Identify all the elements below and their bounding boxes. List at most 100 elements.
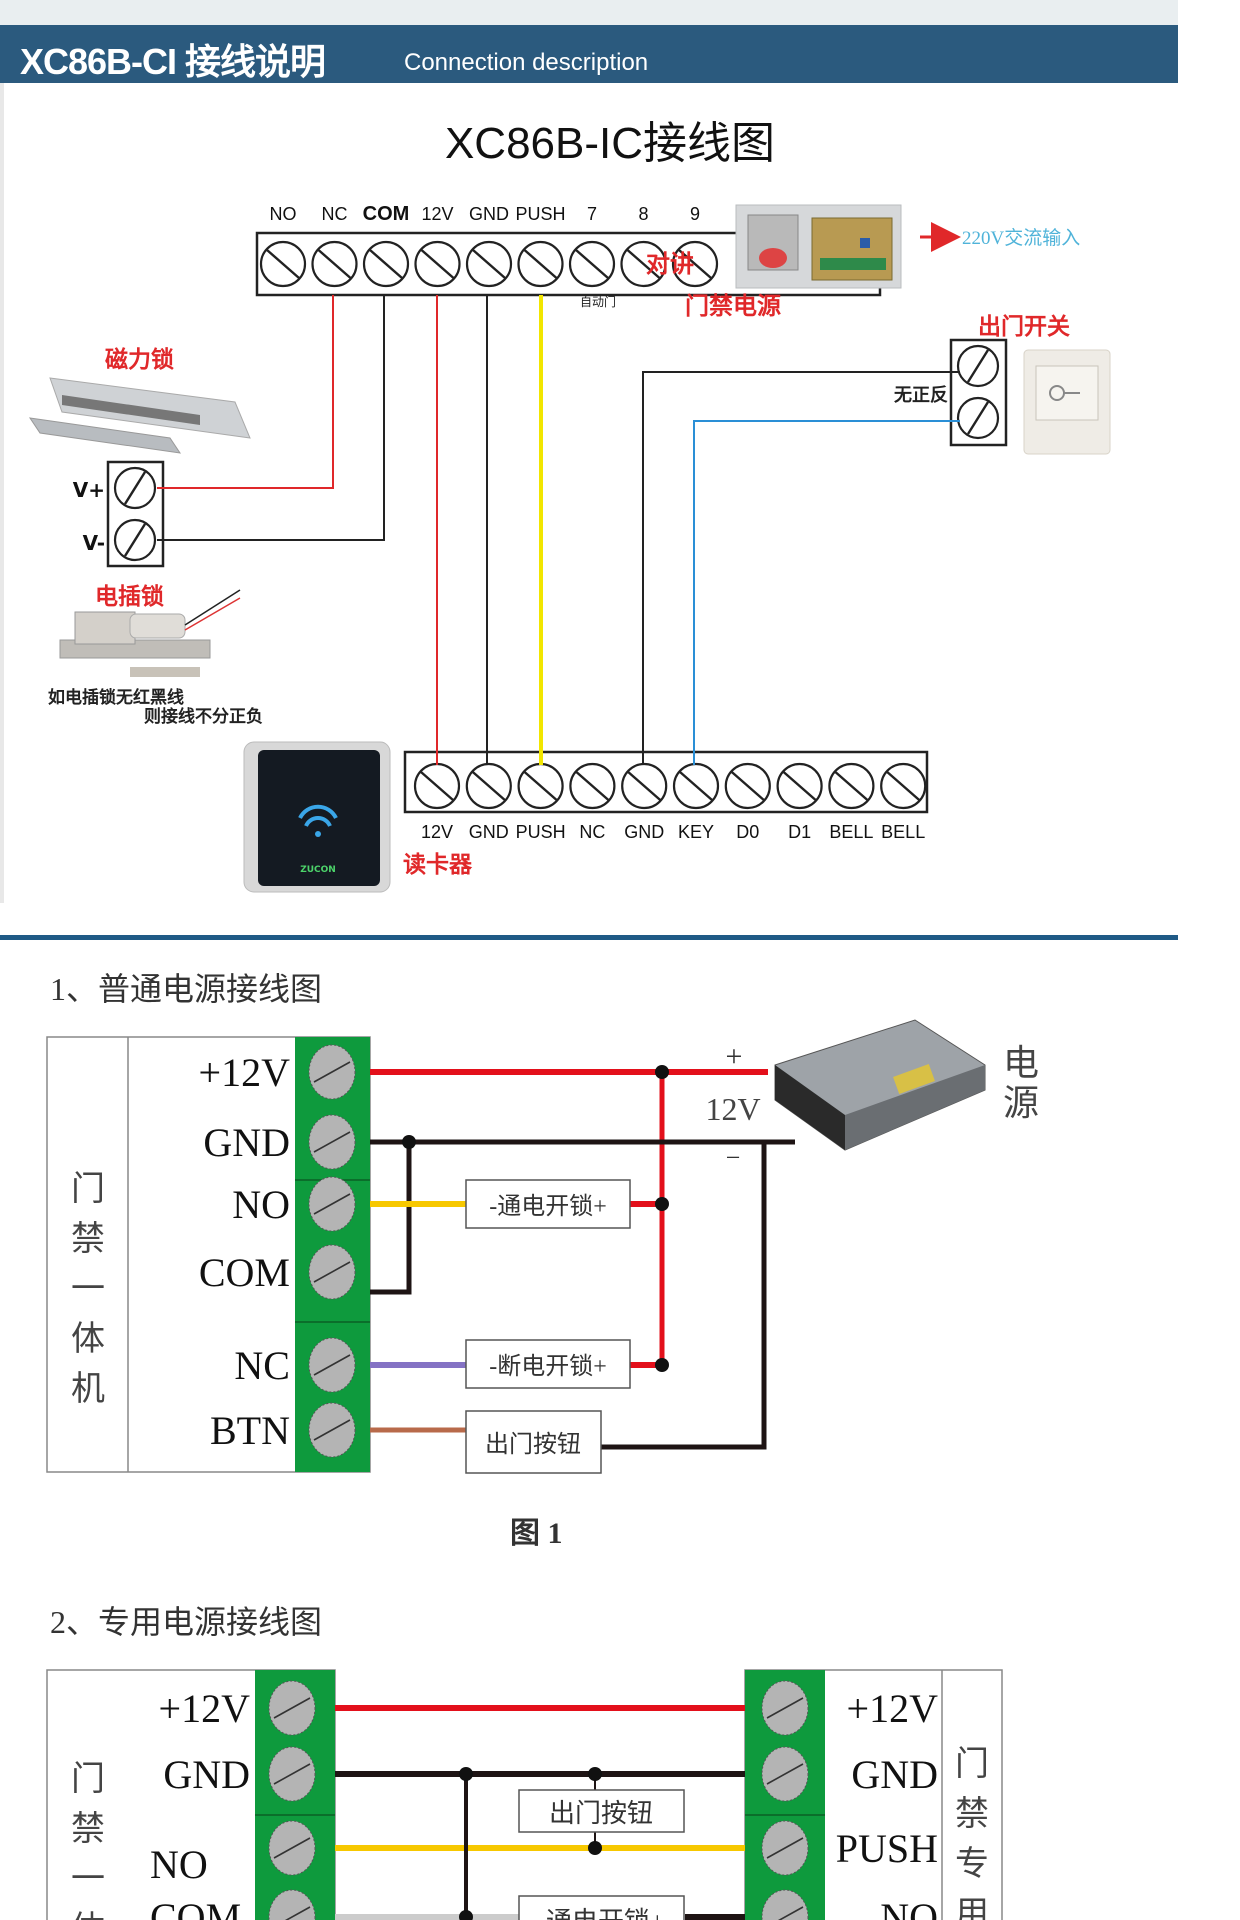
controller-terminal-label: PUSH bbox=[515, 204, 565, 224]
power-supply-label: 门禁电源 bbox=[685, 292, 781, 320]
terminal-screw bbox=[308, 1244, 356, 1300]
controller-terminal-label: 9 bbox=[690, 204, 700, 224]
figure1-terminal-label: NC bbox=[234, 1343, 290, 1388]
diagram-title: XC86B-IC接线图 bbox=[445, 119, 775, 168]
terminal-screw bbox=[517, 762, 564, 810]
figure2-title: 2、专用电源接线图 bbox=[50, 1604, 322, 1640]
figure1-terminal-label: +12V bbox=[199, 1050, 291, 1095]
psu-minus: − bbox=[726, 1143, 741, 1172]
reader-brand: ZUCON bbox=[300, 865, 336, 875]
figure2-exit-button-box: 出门按钮 bbox=[518, 1789, 685, 1833]
bolt-lock-label: 电插锁 bbox=[95, 583, 164, 610]
figure1-terminal-label: COM bbox=[199, 1250, 290, 1295]
terminal-screw bbox=[761, 1680, 809, 1736]
figure2-right-terminal-label: PUSH bbox=[836, 1826, 938, 1871]
v-plus-label: V+ bbox=[73, 478, 105, 502]
figure2-left-terminal-label: GND bbox=[163, 1752, 250, 1797]
terminal-screw bbox=[776, 762, 823, 810]
reader-terminal-label: PUSH bbox=[516, 822, 566, 842]
figure2-right-terminal-label: GND bbox=[851, 1752, 938, 1797]
section-divider bbox=[0, 935, 1178, 940]
main-wires bbox=[157, 295, 960, 765]
reader-terminal-label: D1 bbox=[788, 822, 811, 842]
figure1-wires bbox=[370, 1065, 795, 1450]
mag-lock-terminal: V+ V- bbox=[73, 460, 165, 568]
terminal-screw bbox=[308, 1114, 356, 1170]
terminal-screw bbox=[569, 762, 616, 810]
terminal-screw bbox=[308, 1176, 356, 1232]
controller-terminal-label: GND bbox=[469, 204, 509, 224]
psu-image bbox=[774, 1019, 986, 1151]
wire-exit-key bbox=[693, 420, 960, 765]
terminal-screw bbox=[761, 1746, 809, 1802]
psu-label: 电源 bbox=[1003, 1043, 1039, 1123]
ac-input-label: 220V交流输入 bbox=[962, 227, 1080, 249]
power-supply-image bbox=[735, 204, 902, 289]
controller-terminal-label: 12V bbox=[421, 204, 453, 224]
controller-terminal-label: NO bbox=[270, 204, 297, 224]
figure1-terminal-label: NO bbox=[232, 1182, 290, 1227]
exit-switch-label: 出门开关 bbox=[978, 313, 1070, 340]
terminal-screw bbox=[413, 762, 461, 810]
psu-plus: + bbox=[726, 1040, 743, 1073]
reader-terminal-label: GND bbox=[624, 822, 664, 842]
reader-terminal-label: D0 bbox=[736, 822, 759, 842]
figure2-left-terminal-label: NO bbox=[150, 1842, 208, 1887]
exit-button-label: 出门按钮 bbox=[485, 1431, 581, 1458]
figure1-unlock-on-box: -通电开锁+ bbox=[465, 1179, 631, 1229]
no-polarity-label: 无正反 bbox=[894, 385, 948, 406]
left-edge bbox=[0, 83, 4, 903]
terminal-screw bbox=[724, 762, 771, 810]
terminal-screw bbox=[308, 1337, 356, 1393]
reader-terminal-label: GND bbox=[469, 822, 509, 842]
terminal-screw bbox=[311, 240, 358, 288]
section-header: XC86B-CI 接线说明 Connection description bbox=[0, 25, 1178, 83]
terminal-screw bbox=[268, 1820, 316, 1876]
figure1-exit-button-box: 出门按钮 bbox=[465, 1410, 602, 1474]
reader-terminal-label: BELL bbox=[881, 822, 925, 842]
mag-lock-image bbox=[28, 377, 251, 454]
figure2-wires bbox=[335, 1705, 745, 1920]
terminal-screw bbox=[308, 1402, 356, 1458]
figure1-unlock-off-box: -断电开锁+ bbox=[465, 1339, 631, 1389]
header-title: XC86B-CI 接线说明 bbox=[20, 41, 326, 82]
unlock-off-power-label: -断电开锁+ bbox=[489, 1353, 607, 1380]
terminal-screw bbox=[568, 240, 616, 288]
figure2-left-device: 门禁一体机 +12V GND NO COM bbox=[46, 1669, 336, 1920]
controller-terminal-label: COM bbox=[363, 203, 410, 225]
figure1-terminal-label: GND bbox=[203, 1120, 290, 1165]
intercom-label: 对讲 bbox=[646, 250, 694, 278]
reader-terminal-label: KEY bbox=[678, 822, 714, 842]
figure2-unlock-on-box: -通电开锁+ bbox=[518, 1895, 685, 1920]
terminal-screw bbox=[828, 762, 875, 810]
auto-door-label: 自动门 bbox=[580, 294, 616, 309]
controller-terminal-label: NC bbox=[322, 204, 348, 224]
wire-nc-to-vplus bbox=[157, 295, 334, 489]
terminal-screw bbox=[268, 1746, 316, 1802]
top-strip bbox=[0, 0, 1178, 25]
figure2-right-terminal-label: NO bbox=[880, 1895, 938, 1920]
figure1-caption: 图 1 bbox=[510, 1517, 563, 1550]
figure2-left-device-label: 门禁一体机 bbox=[71, 1760, 105, 1920]
mag-lock-label: 磁力锁 bbox=[105, 346, 174, 373]
terminal-screw bbox=[362, 240, 410, 288]
figure2-right-terminal-label: +12V bbox=[847, 1686, 939, 1731]
f2-exit-button-label: 出门按钮 bbox=[549, 1799, 653, 1828]
reader-label: 读卡器 bbox=[403, 852, 473, 878]
figure1-device-label: 门禁一体机 bbox=[71, 1170, 105, 1408]
figure2-right-device: 门禁专用 +12V GND PUSH NO bbox=[744, 1669, 1003, 1920]
terminal-screw bbox=[517, 240, 564, 288]
controller-terminal-label: 8 bbox=[638, 204, 648, 224]
figure2-left-terminal-label: +12V bbox=[159, 1686, 251, 1731]
wire-com-to-vminus bbox=[157, 295, 385, 541]
f2-unlock-on-label: -通电开锁+ bbox=[537, 1907, 664, 1920]
reader-terminal-label: NC bbox=[579, 822, 605, 842]
figure2-right-device-label: 门禁专用 bbox=[955, 1745, 989, 1920]
figure2-left-terminal-label: COM bbox=[150, 1895, 241, 1920]
reader-terminal-label: BELL bbox=[829, 822, 873, 842]
header-subtitle: Connection description bbox=[404, 49, 649, 76]
card-reader-image: ZUCON bbox=[243, 741, 391, 893]
figure1-title: 1、普通电源接线图 bbox=[50, 971, 322, 1007]
bolt-note-line2: 则接线不分正负 bbox=[144, 706, 263, 727]
